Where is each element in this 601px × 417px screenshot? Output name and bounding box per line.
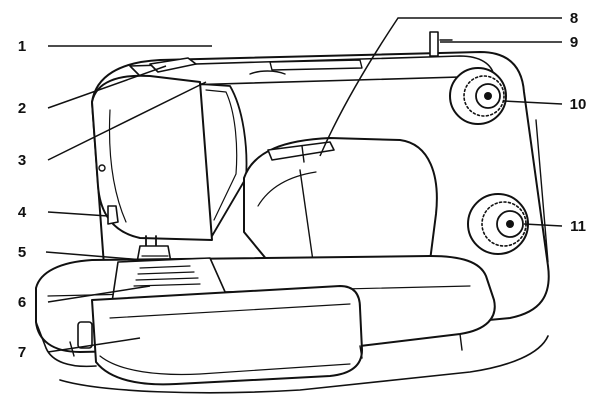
thread-channel-inner [205,89,238,221]
bed-latch [77,321,93,349]
head-front-panel [91,74,213,241]
arm-opening-shadow [257,171,317,207]
leader-line-6 [47,285,151,303]
feed-dog-marks [133,265,201,287]
top-cover-recess [249,70,286,75]
leader-line-2 [47,65,167,109]
leader-line-10 [503,100,563,105]
callout-label: 5 [18,244,26,261]
callout-label: 4 [18,204,27,221]
spool-pin [429,31,439,57]
accessory-box [91,285,363,386]
accessory-box-bottom [99,355,351,376]
callout-label: 3 [18,152,26,169]
callout-label: 1 [18,38,26,55]
leader-line-11 [523,223,563,227]
callout-label: 9 [570,34,578,51]
callout-label: 7 [18,344,26,361]
leader-line-3 [47,81,207,161]
top-cover-slot [269,59,363,71]
callout-label: 6 [18,294,26,311]
callout-label: 8 [570,10,578,27]
callout-label: 10 [570,96,587,113]
leader-line-5 [45,251,145,261]
lower-dial [467,193,529,255]
callout-labels: 1 2 3 4 5 6 7 8 9 10 11 [18,10,587,361]
accessory-box-seam [109,303,351,319]
head-front-screw [98,164,106,172]
base-bottom [59,335,549,394]
thread-cutter-knob [107,205,119,225]
leader-line-4 [47,211,109,217]
side-seam [535,119,549,263]
leader-line-8 [319,17,562,157]
upper-dial [449,67,507,125]
bed-left-end [35,321,97,368]
callout-label: 2 [18,100,26,117]
leader-line-7 [47,337,141,353]
callout-label: 11 [570,218,586,235]
bobbin-winder-lever [267,141,335,161]
leader-lines [45,17,563,353]
sewing-machine-illustration [35,31,550,394]
head-front-shading [108,109,127,223]
